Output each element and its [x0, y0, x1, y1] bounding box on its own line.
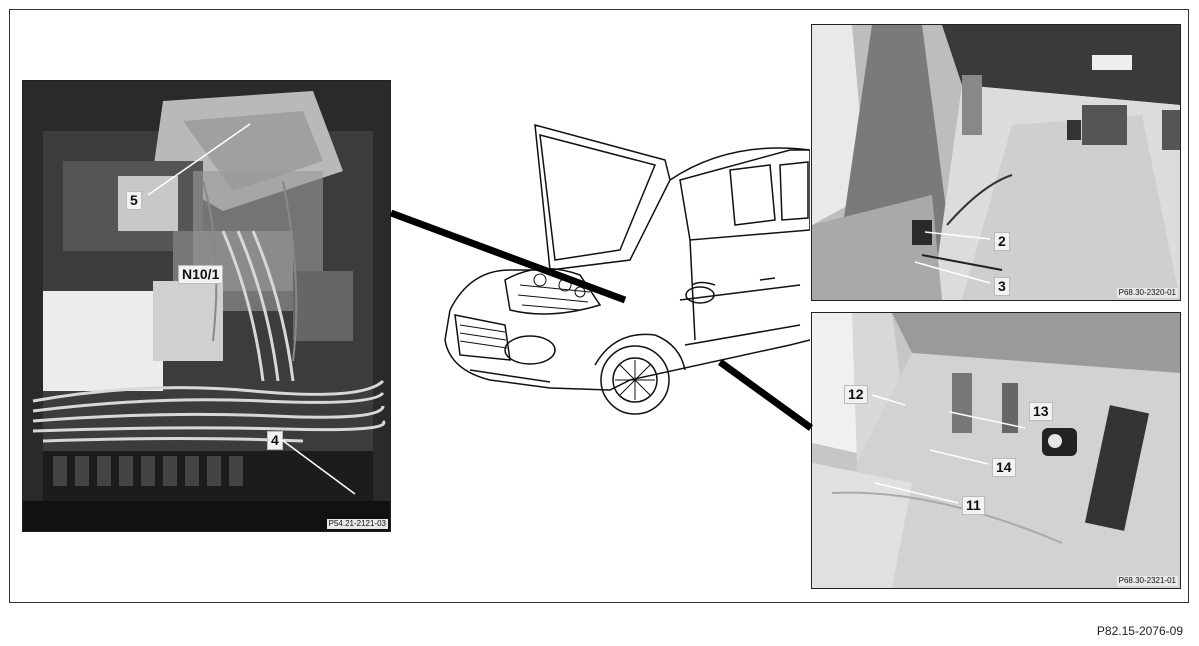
pedal-area-photo: 2 3 P68.30-2320-01	[811, 24, 1181, 301]
footwell-photo-ref-code: P68.30-2321-01	[1116, 576, 1178, 586]
callout-footwell-14: 14	[992, 458, 1016, 477]
callout-pedal-3: 3	[994, 277, 1010, 296]
car-illustration	[430, 120, 811, 430]
engine-compartment-photo: 5 N10/1 4 P54.21-2121-03	[22, 80, 391, 532]
callout-cable-plug: 4	[267, 431, 283, 450]
footwell-photo: 12 13 14 11 P68.30-2321-01	[811, 312, 1181, 589]
callout-pedal-2: 2	[994, 232, 1010, 251]
callout-fuse-box: 5	[126, 191, 142, 210]
callout-relay-module: N10/1	[178, 265, 224, 284]
engine-photo-ref-code: P54.21-2121-03	[326, 519, 388, 529]
callout-footwell-12: 12	[844, 385, 868, 404]
pedal-photo-ref-code: P68.30-2320-01	[1116, 288, 1178, 298]
callout-footwell-13: 13	[1029, 402, 1053, 421]
diagram-code: P82.15-2076-09	[1096, 624, 1183, 638]
callout-footwell-11: 11	[962, 496, 985, 515]
